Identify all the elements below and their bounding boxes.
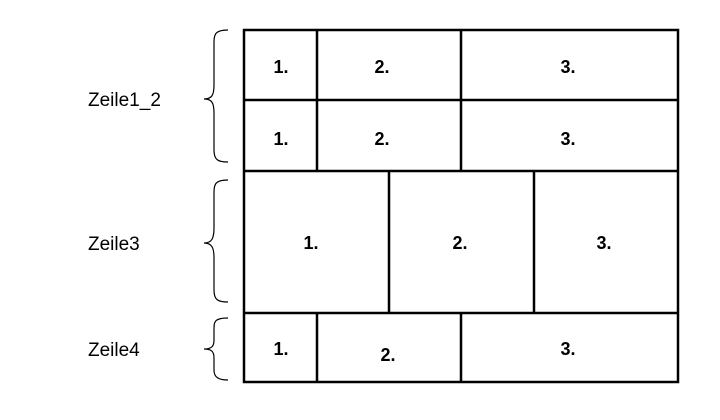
cell-row3-col2: 2. bbox=[452, 233, 467, 253]
group-label-zeile1-2: Zeile1_2 bbox=[88, 90, 161, 111]
cell-row4-col3: 3. bbox=[560, 339, 575, 359]
brace-zeile3 bbox=[203, 179, 229, 303]
cell-row1-col1: 1. bbox=[273, 57, 288, 77]
group-label-zeile4: Zeile4 bbox=[88, 340, 140, 361]
cell-row3-col1: 1. bbox=[303, 233, 318, 253]
cell-row1-col3: 3. bbox=[560, 57, 575, 77]
cell-row4-col1: 1. bbox=[273, 339, 288, 359]
cell-row2-col2: 2. bbox=[374, 129, 389, 149]
cell-row2-col1: 1. bbox=[273, 129, 288, 149]
cell-row1-col2: 2. bbox=[374, 57, 389, 77]
cell-row3-col3: 3. bbox=[596, 233, 611, 253]
brace-zeile4 bbox=[203, 317, 229, 381]
cell-row4-col2: 2. bbox=[380, 345, 395, 365]
cell-row2-col3: 3. bbox=[560, 129, 575, 149]
group-label-zeile3: Zeile3 bbox=[88, 234, 140, 255]
brace-zeile1-2 bbox=[203, 29, 229, 163]
